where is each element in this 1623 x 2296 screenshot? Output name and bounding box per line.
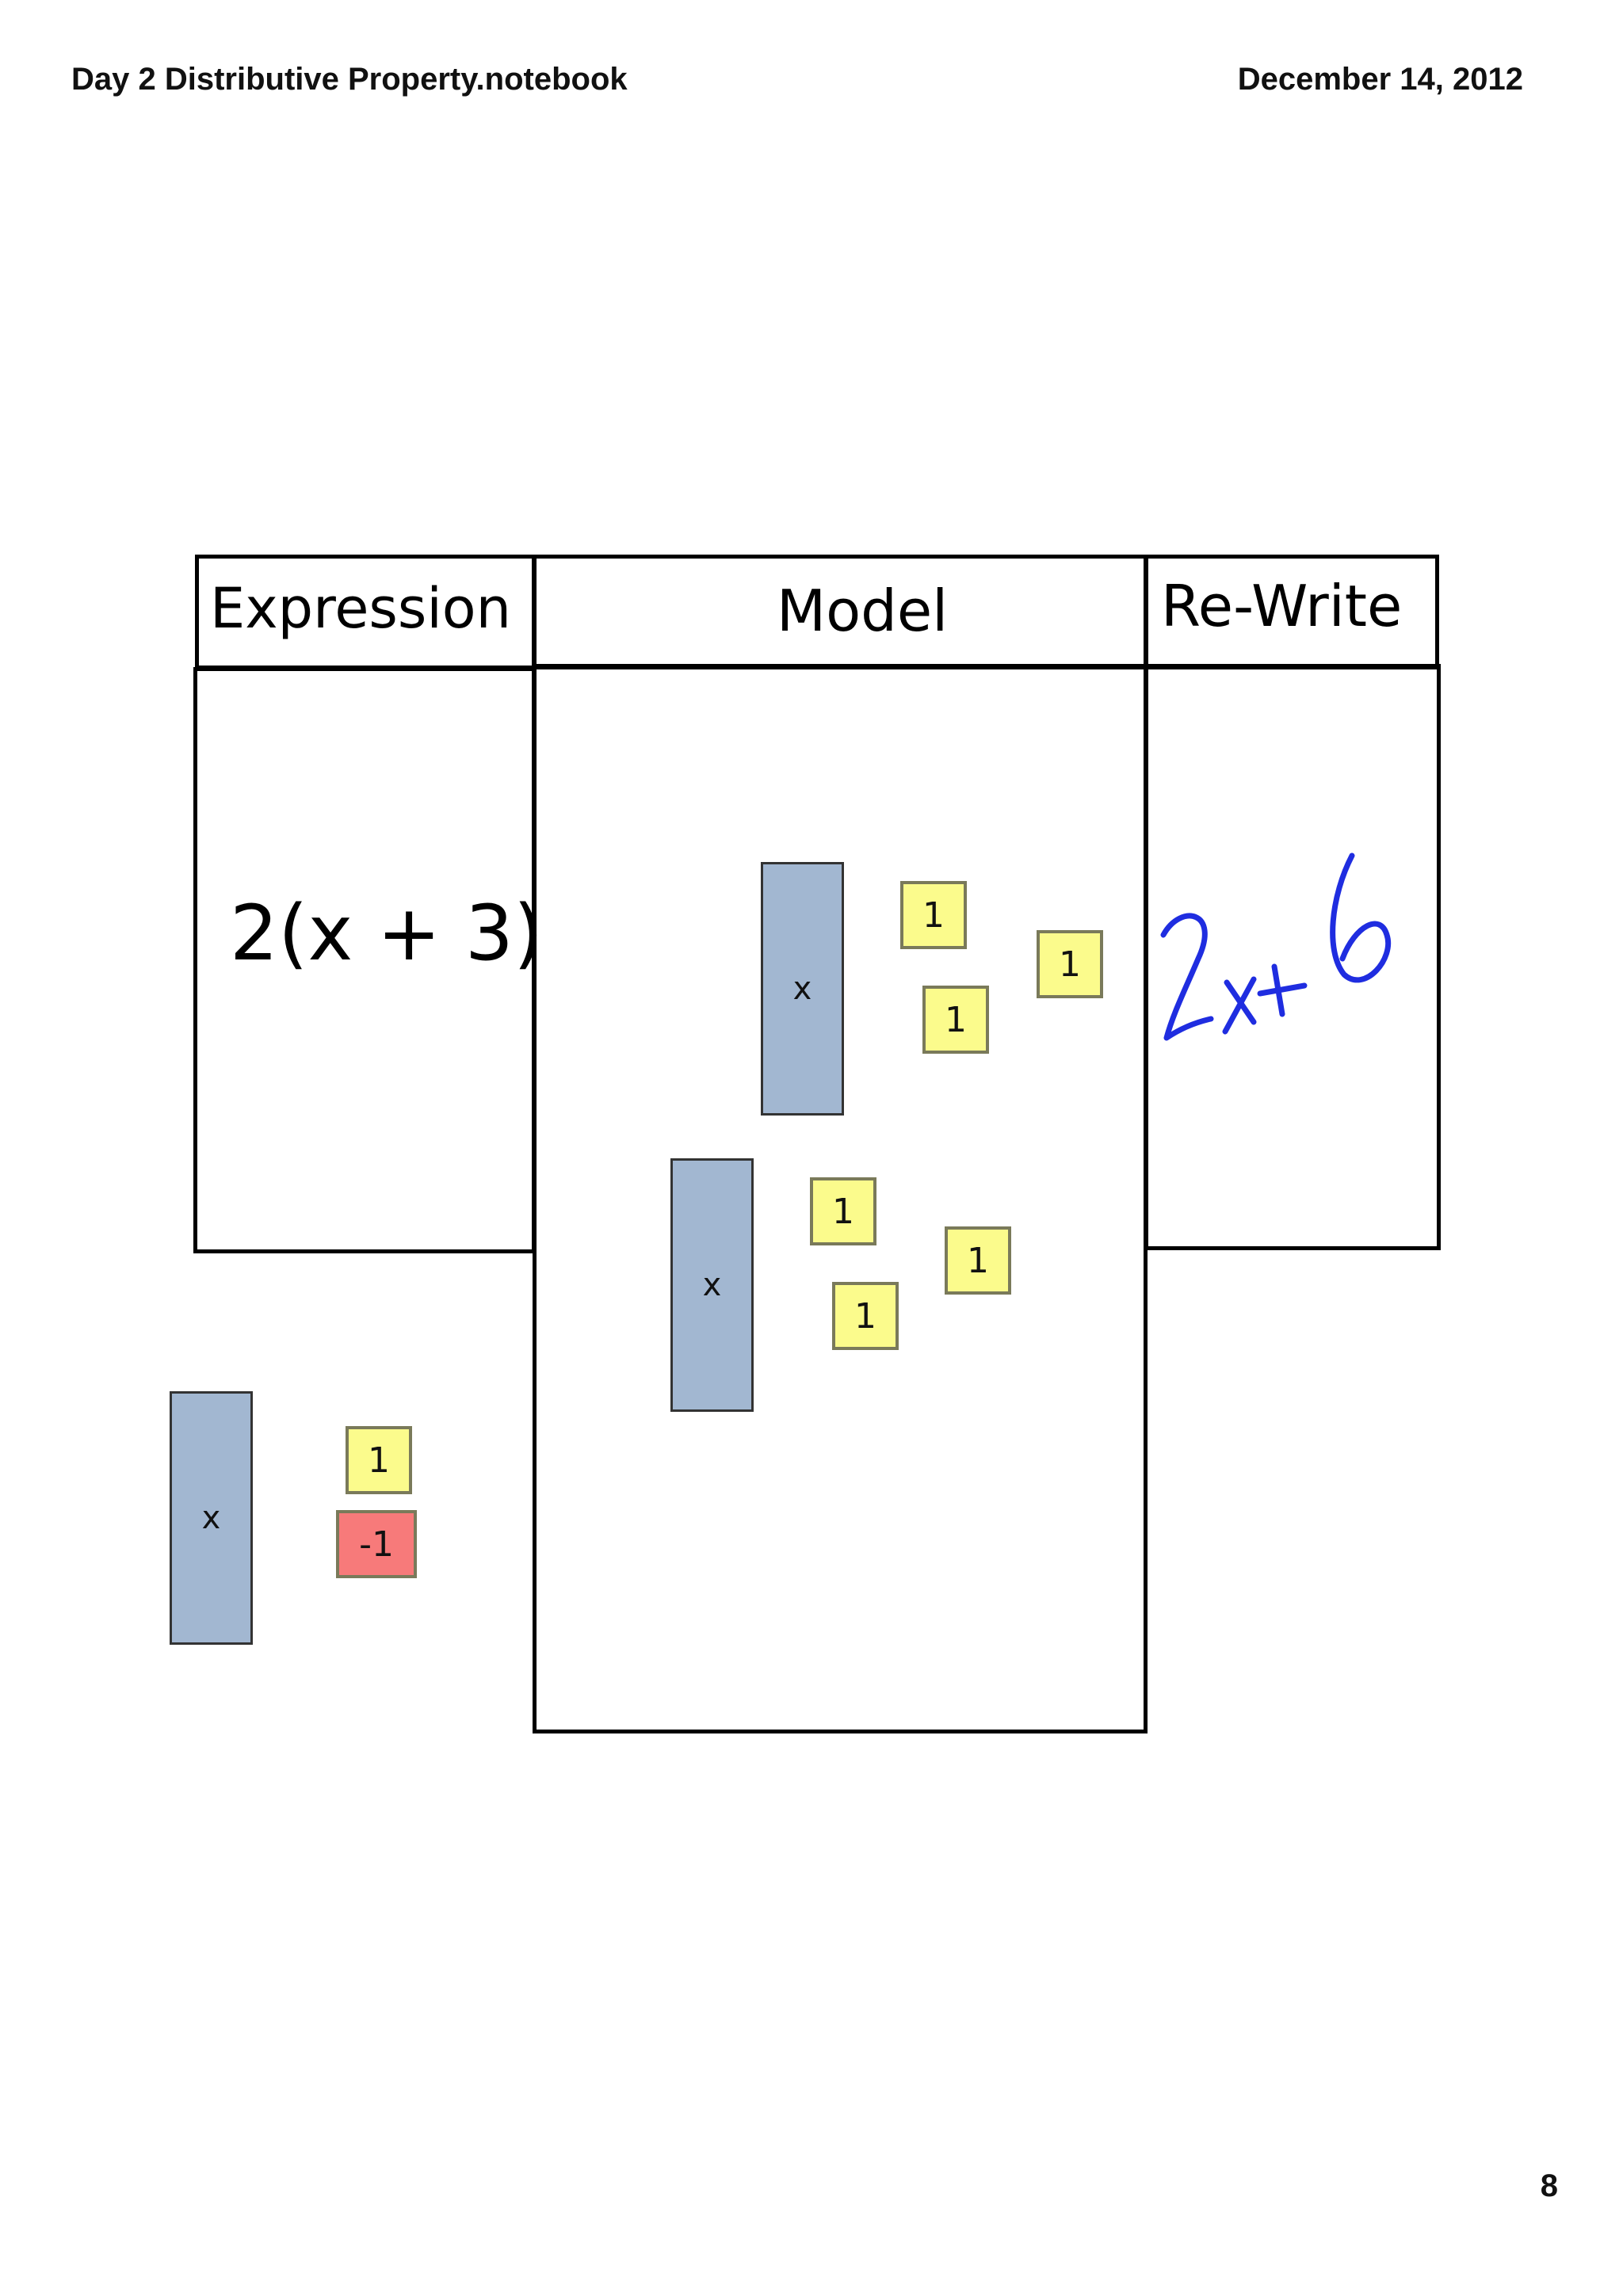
unit-tile[interactable]: 1 [1037,930,1103,998]
x-tile[interactable]: x [670,1158,754,1412]
unit-tile-bank[interactable]: 1 [346,1426,412,1494]
rewrite-header: Re-Write [1161,573,1403,639]
model-header-cell: Model [533,555,1148,669]
negative-unit-tile-bank[interactable]: -1 [336,1510,417,1578]
expression-header: Expression [210,576,511,641]
unit-tile[interactable]: 1 [900,881,967,949]
document-title: Day 2 Distributive Property.notebook [71,62,628,97]
unit-tile[interactable]: 1 [945,1226,1011,1295]
unit-tile[interactable]: 1 [832,1282,899,1350]
x-tile-bank[interactable]: x [170,1391,253,1645]
rewrite-header-cell: Re-Write [1144,555,1439,669]
expression-text: 2(x + 3) [230,889,544,978]
page-number: 8 [1540,2168,1558,2203]
x-tile[interactable]: x [761,862,844,1116]
model-header: Model [777,578,949,644]
rewrite-handwriting [1160,852,1392,1041]
unit-tile[interactable]: 1 [922,986,989,1054]
expression-header-cell: Expression [195,555,536,669]
rewrite-cell [1144,664,1441,1250]
unit-tile[interactable]: 1 [810,1177,876,1245]
document-date: December 14, 2012 [1237,62,1523,97]
